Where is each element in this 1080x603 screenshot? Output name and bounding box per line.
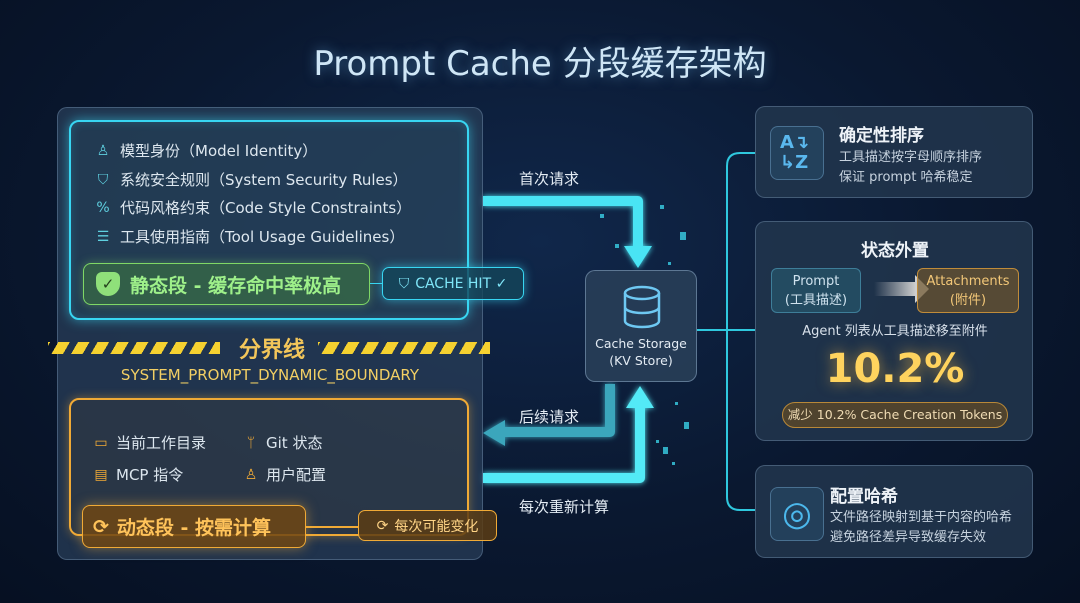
shield-check-icon: ⛉ bbox=[97, 171, 109, 188]
shield-check-icon: ✓ bbox=[96, 272, 120, 296]
prompt-box: Prompt(工具描述) bbox=[771, 268, 861, 313]
git-branch-icon: ᛘ bbox=[246, 434, 256, 451]
card-state-externalization: 状态外置 Prompt(工具描述) Attachments(附件) Agent … bbox=[755, 221, 1033, 441]
cache-hit-badge: ⛉CACHE HIT ✓ bbox=[382, 267, 524, 300]
static-item: ♙模型身份（Model Identity） bbox=[94, 140, 318, 161]
reduction-pill: 减少 10.2% Cache Creation Tokens bbox=[782, 402, 1008, 428]
code-style-icon: % bbox=[96, 199, 110, 216]
dynamic-segment-badge: ⟳动态段 - 按需计算 bbox=[82, 505, 306, 548]
static-item: ⛉系统安全规则（System Security Rules） bbox=[94, 169, 408, 190]
sort-az-icon: A↴↳Z bbox=[770, 126, 824, 180]
database-icon bbox=[623, 285, 661, 329]
subsequent-request-arrow bbox=[505, 384, 615, 437]
reduction-value: 10.2% bbox=[825, 346, 965, 392]
first-request-arrowhead bbox=[624, 246, 652, 268]
prompt-panel bbox=[57, 107, 483, 560]
particles bbox=[600, 205, 689, 465]
card-config-hash: ◎ 配置哈希 文件路径映射到基于内容的哈希 避免路径差异导致缓存失效 bbox=[755, 465, 1033, 558]
dynamic-item: ▤MCP 指令 bbox=[94, 466, 184, 484]
boundary-stripe-right bbox=[318, 342, 490, 354]
refresh-icon: ⟳ bbox=[376, 517, 389, 534]
static-item: %代码风格约束（Code Style Constraints） bbox=[94, 197, 411, 218]
attachments-box: Attachments(附件) bbox=[917, 268, 1019, 313]
boundary-code: SYSTEM_PROMPT_DYNAMIC_BOUNDARY bbox=[120, 366, 420, 384]
dynamic-item: ▭当前工作目录 bbox=[94, 434, 207, 452]
shield-icon: ⛉ bbox=[398, 275, 410, 292]
static-segment-badge: ✓静态段 - 缓存命中率极高 bbox=[83, 263, 370, 305]
subsequent-request-arrowhead bbox=[483, 420, 505, 446]
folder-icon: ▭ bbox=[94, 434, 108, 451]
first-request-arrow bbox=[483, 196, 643, 250]
boundary-stripe-left bbox=[48, 342, 220, 354]
badge-connector bbox=[370, 283, 382, 284]
page-title: Prompt Cache 分段缓存架构 bbox=[313, 44, 767, 84]
refresh-icon: ⟳ bbox=[93, 515, 109, 538]
list-icon: ☰ bbox=[96, 228, 110, 245]
static-item: ☰工具使用指南（Tool Usage Guidelines） bbox=[94, 226, 405, 247]
card-connectors bbox=[697, 152, 755, 511]
arrow-right-icon bbox=[874, 282, 916, 296]
user-icon: ♙ bbox=[244, 466, 258, 483]
document-icon: ▤ bbox=[94, 466, 108, 483]
recompute-label: 每次重新计算 bbox=[519, 498, 610, 516]
boundary-label: 分界线 bbox=[238, 338, 305, 363]
subsequent-request-label: 后续请求 bbox=[519, 408, 580, 426]
user-icon: ♙ bbox=[96, 142, 110, 159]
first-request-label: 首次请求 bbox=[519, 170, 580, 188]
badge-connector bbox=[306, 526, 358, 528]
cache-storage: Cache Storage (KV Store) bbox=[585, 270, 697, 382]
recompute-arrow bbox=[483, 405, 645, 483]
dynamic-item: ♙用户配置 bbox=[244, 466, 327, 484]
change-badge: ⟳每次可能变化 bbox=[358, 510, 497, 541]
recompute-arrowhead bbox=[626, 386, 654, 408]
card-deterministic-sort: A↴↳Z 确定性排序 工具描述按字母顺序排序 保证 prompt 哈希稳定 bbox=[755, 106, 1033, 198]
fingerprint-icon: ◎ bbox=[770, 487, 824, 541]
